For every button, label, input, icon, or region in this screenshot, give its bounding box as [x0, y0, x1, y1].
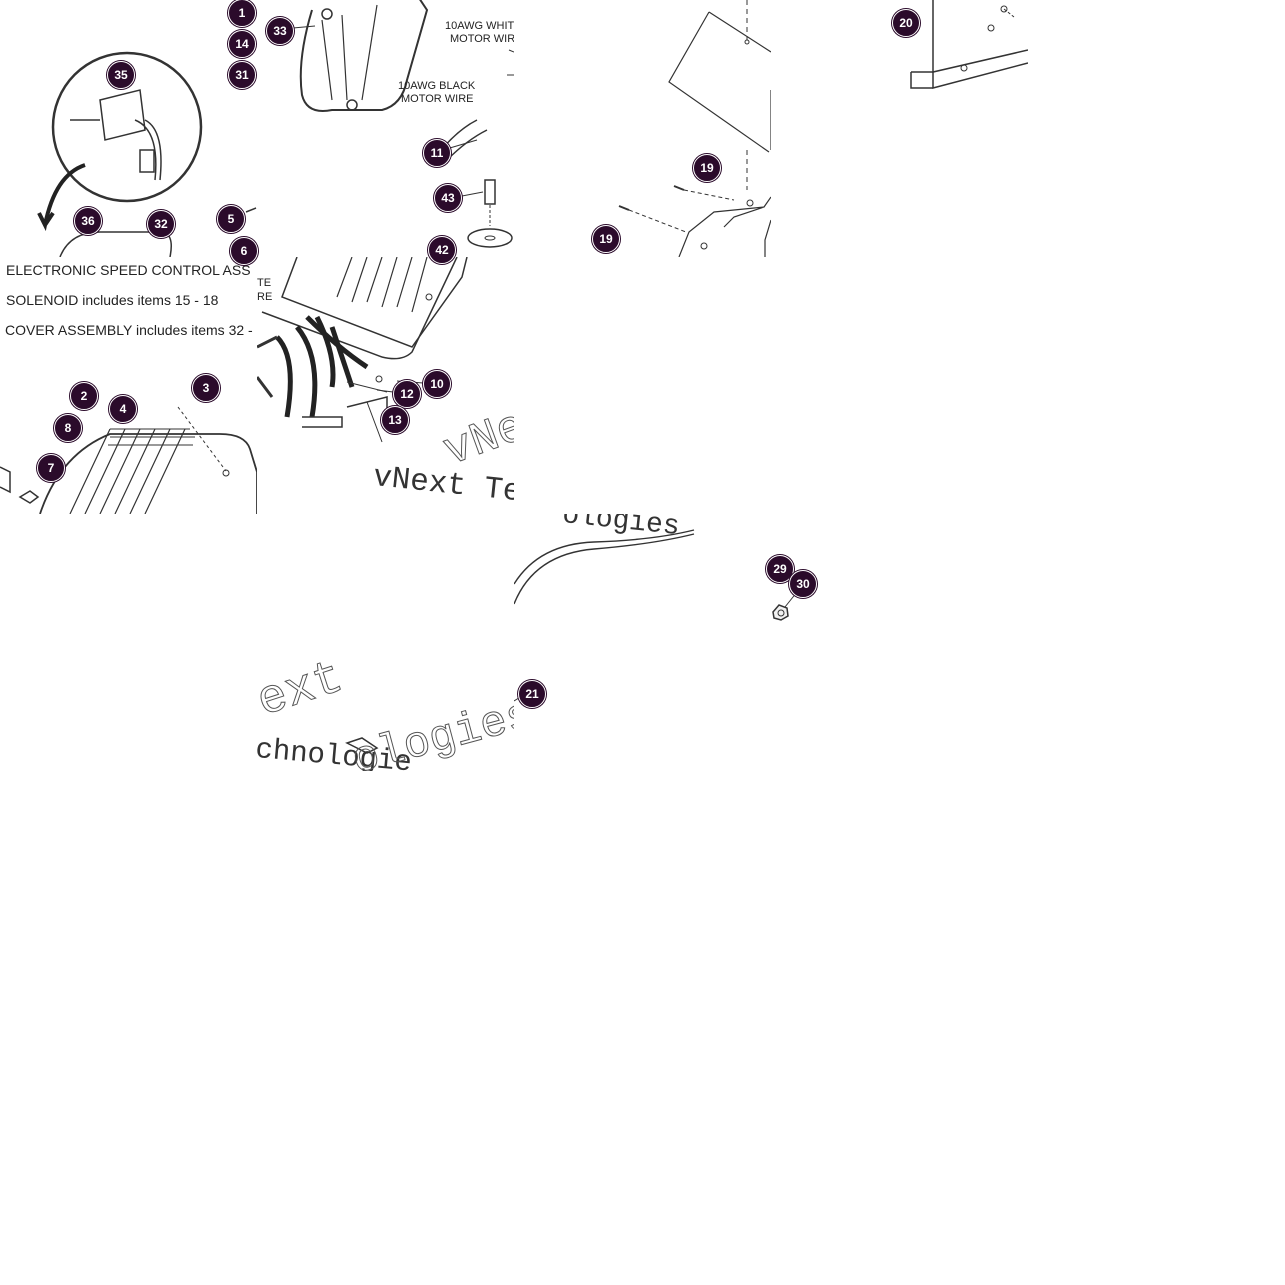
- callout-8: 8: [54, 414, 82, 442]
- wire-label-fragment-re: RE: [257, 291, 273, 303]
- note-cover-assembly: COVER ASSEMBLY includes items 32 -: [5, 322, 253, 338]
- callout-32: 32: [147, 210, 175, 238]
- tile-fourth-second-drawing: [345, 737, 379, 754]
- tile-top-second: 10AWG WHIT MOTOR WIRE 10AWG BLACK MOTOR …: [257, 0, 514, 257]
- callout-11: 11: [423, 139, 451, 167]
- callout-5: 5: [217, 205, 245, 233]
- tile-top-third-drawing: [618, 0, 771, 257]
- callout-19-lower: 19: [592, 225, 620, 253]
- tile-top-second-drawing: [292, 0, 514, 248]
- black-motor-wire-label-line2: MOTOR WIRE: [401, 93, 474, 105]
- black-motor-wire-label-line1: 10AWG BLACK: [398, 80, 476, 92]
- callout-33: 33: [266, 17, 294, 45]
- callout-6: 6: [230, 237, 258, 265]
- tile-top-left: [0, 0, 257, 257]
- tile-third-fourth-drawing: [772, 591, 798, 621]
- callout-35: 35: [107, 61, 135, 89]
- tile-third-third-drawing: [514, 529, 695, 702]
- note-electronic-speed-control: ELECTRONIC SPEED CONTROL ASS: [6, 262, 251, 278]
- callout-21: 21: [518, 680, 546, 708]
- tile-second-second: TE RE vNe vNext Tec: [257, 257, 514, 514]
- tile-top-left-drawing: [37, 51, 257, 257]
- tile-top-fourth-drawing: [910, 0, 1028, 89]
- callout-29: 29: [766, 555, 794, 583]
- tile-third-fourth: [771, 514, 1028, 771]
- tile-top-fourth: [771, 0, 1028, 257]
- callout-1: 1: [228, 0, 256, 27]
- callout-36: 36: [74, 207, 102, 235]
- wire-label-fragment-te: TE: [257, 277, 272, 289]
- callout-4: 4: [109, 395, 137, 423]
- callout-3: 3: [192, 374, 220, 402]
- callout-42: 42: [428, 236, 456, 264]
- tile-top-third: [514, 0, 771, 257]
- callout-10: 10: [423, 370, 451, 398]
- callout-2: 2: [70, 382, 98, 410]
- white-motor-wire-label-line2: MOTOR WIRE: [450, 33, 514, 45]
- callout-19-upper: 19: [693, 154, 721, 182]
- tile-fourth-second: ext chnologie ologies: [257, 628, 514, 771]
- callout-13: 13: [381, 406, 409, 434]
- tile-third-third: ologies: [514, 514, 771, 771]
- note-solenoid: SOLENOID includes items 15 - 18: [6, 292, 219, 308]
- callout-14: 14: [228, 30, 256, 58]
- callout-30: 30: [789, 570, 817, 598]
- callout-12: 12: [393, 380, 421, 408]
- callout-43: 43: [434, 184, 462, 212]
- callout-20: 20: [892, 9, 920, 37]
- callout-31: 31: [228, 61, 256, 89]
- callout-7: 7: [37, 454, 65, 482]
- white-motor-wire-label-line1: 10AWG WHIT: [445, 20, 514, 32]
- tile-second-second-drawing: [257, 257, 468, 443]
